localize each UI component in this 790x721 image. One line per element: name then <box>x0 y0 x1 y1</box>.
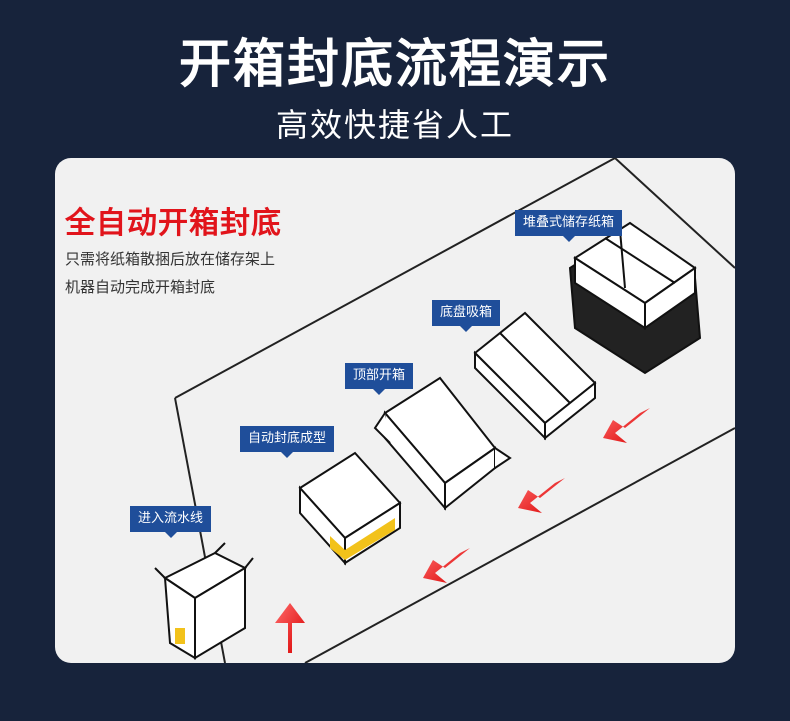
page-subtitle: 高效快捷省人工 <box>275 106 514 144</box>
process-panel: 全自动开箱封底 只需将纸箱散捆后放在储存架上 机器自动完成开箱封底 堆叠式储存纸… <box>55 158 735 663</box>
stacked-boxes-icon <box>568 221 702 375</box>
track-right-edge <box>614 158 735 269</box>
process-illustration <box>154 158 735 663</box>
step-tag-line: 进入流水线 <box>130 506 212 538</box>
description-line-1: 只需将纸箱散捆后放在储存架上 <box>65 250 276 268</box>
down-arrow-icon <box>275 408 650 653</box>
page-title: 开箱封底流程演示 <box>178 35 611 95</box>
step-tag-seal: 自动封底成型 <box>240 426 335 458</box>
headline: 全自动开箱封底 <box>65 206 282 241</box>
description-line-2: 机器自动完成开箱封底 <box>65 278 216 296</box>
track-bottom-edge <box>304 427 735 663</box>
open-top-box-icon <box>373 376 512 511</box>
track-top-edge <box>174 158 616 399</box>
finished-box-icon <box>154 542 254 660</box>
step-tag-open: 顶部开箱 <box>345 363 414 395</box>
step-tag-suction: 底盘吸箱 <box>432 300 501 332</box>
step-tag-stack: 堆叠式储存纸箱 <box>515 210 623 242</box>
suction-box-icon <box>473 311 597 441</box>
sealed-bottom-box-icon <box>298 451 402 566</box>
